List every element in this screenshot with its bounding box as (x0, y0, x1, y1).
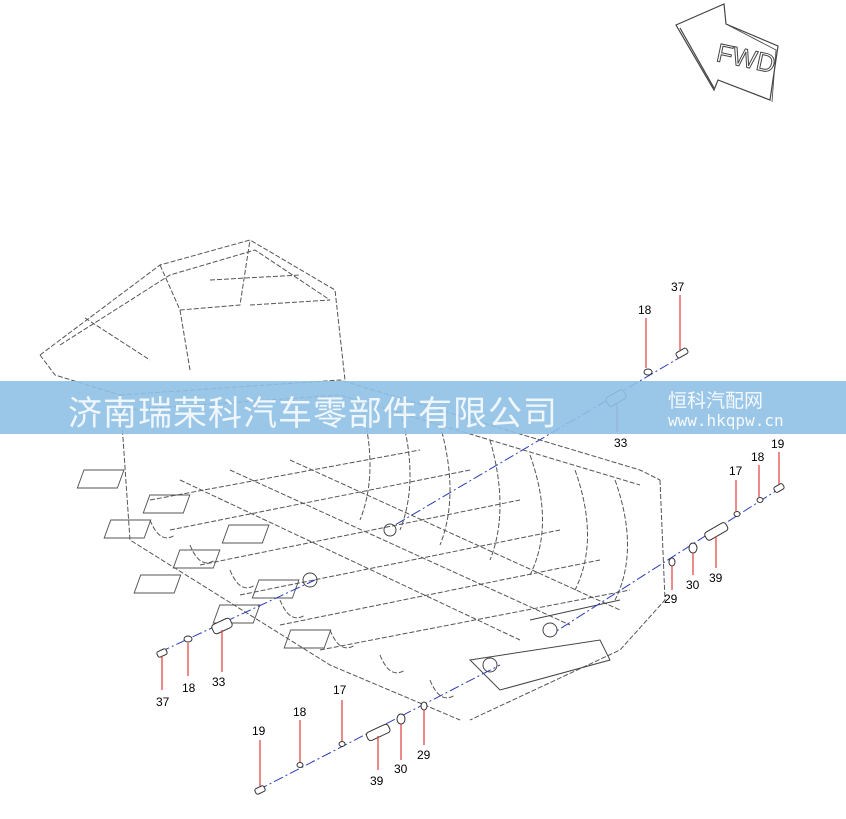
callout-33-left: 33 (212, 675, 226, 689)
callout-19-bottom: 19 (252, 724, 266, 738)
callout-30-right: 30 (686, 578, 700, 592)
watermark-brand: 恒科汽配网 (668, 390, 764, 412)
callout-29-bottom: 29 (417, 748, 431, 762)
watermark-url: www.hkqpw.cn (668, 411, 784, 430)
callout-37-top: 37 (671, 280, 685, 294)
dump-body-drawing (39, 239, 666, 721)
leader-lines (161, 295, 780, 786)
bushing-30-bottom (396, 713, 406, 725)
bolt-37-top (675, 347, 689, 359)
fwd-label: FWD (714, 37, 778, 79)
callout-39-bottom: 39 (370, 774, 384, 788)
pin-33-left (211, 617, 233, 635)
watermark-company: 济南瑞荣科汽车零部件有限公司 (68, 394, 558, 434)
callout-33-right: 33 (614, 436, 628, 450)
nut-17-bottom (338, 741, 346, 747)
washer-29-right (668, 557, 676, 567)
pin-39-right (704, 522, 729, 541)
callout-18-left: 18 (182, 681, 196, 695)
watermark-band (0, 381, 846, 434)
callout-29-right: 29 (664, 592, 678, 606)
callout-37-left: 37 (156, 695, 170, 709)
callout-19-right: 19 (771, 437, 785, 451)
callout-18-top: 18 (638, 303, 652, 317)
fwd-arrow: FWD (675, 3, 779, 103)
washer-18-left (183, 635, 193, 643)
callout-17-right: 17 (729, 464, 743, 478)
washer-18-bottom (296, 762, 304, 768)
callout-labels: 37 18 33 19 18 17 39 30 29 37 18 33 17 1… (156, 280, 785, 788)
bolt-37-left (156, 648, 168, 658)
washer-18-top (643, 368, 653, 376)
bushing-30-right (688, 542, 698, 554)
floor-pads (76, 469, 332, 649)
callout-18-bottom: 18 (293, 705, 307, 719)
nut-17-right (733, 511, 741, 517)
callout-39-right: 39 (709, 571, 723, 585)
hinge-brackets (302, 523, 621, 691)
callout-17-bottom: 17 (333, 683, 347, 697)
washer-29-bottom (420, 701, 428, 711)
bolt-19-bottom (254, 785, 266, 795)
callout-30-bottom: 30 (394, 762, 408, 776)
pin-39-bottom (365, 723, 391, 742)
bolt-19-right (773, 483, 785, 493)
callout-18-right: 18 (751, 450, 765, 464)
washer-18-right (756, 497, 764, 503)
